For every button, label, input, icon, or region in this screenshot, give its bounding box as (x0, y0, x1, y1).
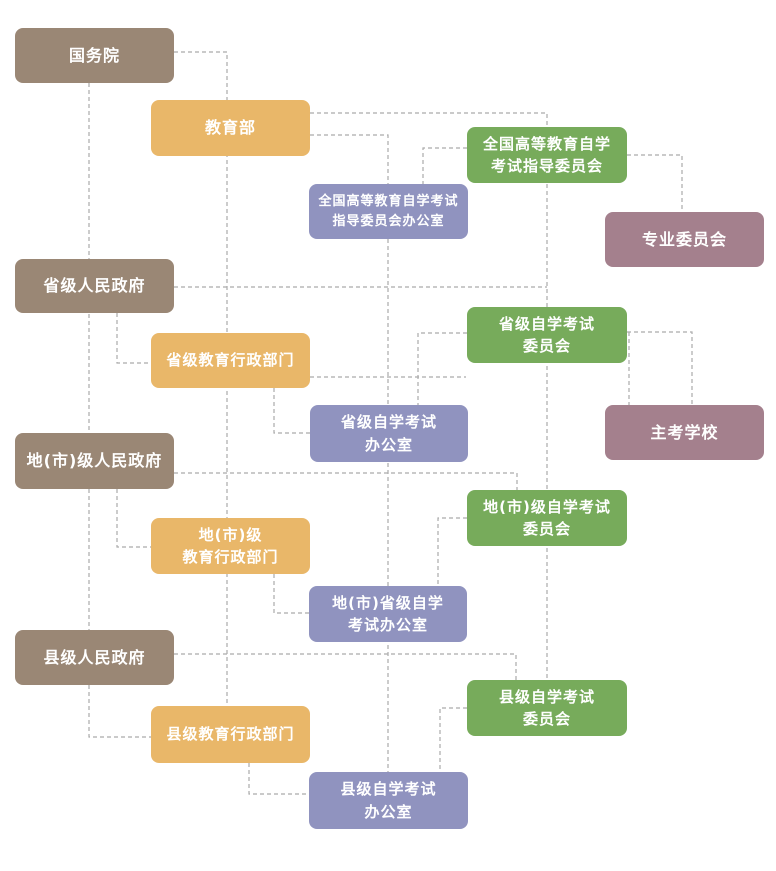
node-label: 地(市)级人民政府 (26, 451, 163, 470)
node-label: 主考学校 (650, 422, 719, 442)
connector-line (116, 313, 151, 364)
node-label: 教育行政部门 (182, 548, 279, 566)
connector-line (627, 154, 683, 212)
node-label: 办公室 (364, 435, 413, 454)
connector-line (174, 653, 517, 680)
node-municipal-exam-committee: 地(市)级自学考试委员会 (467, 490, 627, 546)
node-label: 全国高等教育自学 (482, 134, 611, 153)
node-provincial-exam-office: 省级自学考试办公室 (310, 405, 468, 462)
node-label: 地(市)省级自学 (332, 593, 444, 612)
node-municipal-exam-office: 地(市)省级自学考试办公室 (309, 586, 467, 642)
node-municipal-education-department: 地(市)级教育行政部门 (151, 518, 310, 574)
node-label: 省级人民政府 (43, 276, 146, 295)
node-label: 国务院 (68, 45, 120, 65)
node-label: 教育部 (204, 118, 256, 137)
node-label: 地(市)级 (198, 525, 263, 544)
connector-line (439, 707, 467, 772)
connector-line (248, 763, 309, 795)
node-national-steering-committee: 全国高等教育自学考试指导委员会 (467, 127, 627, 183)
node-label: 县级自学考试 (340, 780, 437, 798)
node-label: 考试指导委员会 (490, 157, 603, 175)
connector-line (273, 388, 310, 434)
node-county-exam-committee: 县级自学考试委员会 (467, 680, 627, 736)
node-provincial-exam-committee: 省级自学考试委员会 (467, 307, 627, 363)
node-county-government: 县级人民政府 (15, 630, 174, 685)
node-label: 办公室 (364, 802, 413, 821)
node-municipal-government: 地(市)级人民政府 (15, 433, 174, 489)
connector-line (273, 574, 309, 614)
node-label: 省级自学考试 (498, 314, 595, 333)
node-county-exam-office: 县级自学考试办公室 (309, 772, 468, 829)
connector-line (116, 489, 151, 548)
connector-line (310, 134, 389, 184)
node-ministry-of-education: 教育部 (151, 100, 310, 156)
node-label: 县级教育行政部门 (166, 725, 295, 744)
node-provincial-education-department: 省级教育行政部门 (151, 333, 310, 388)
node-label: 委员会 (522, 710, 571, 728)
connector-line (174, 472, 518, 490)
node-label: 专业委员会 (641, 229, 727, 249)
connector-line (437, 517, 467, 586)
node-label: 委员会 (522, 337, 571, 355)
node-label: 指导委员会办公室 (332, 213, 445, 229)
node-chief-examiner-school: 主考学校 (605, 405, 764, 460)
node-label: 考试办公室 (347, 616, 428, 634)
node-label: 委员会 (522, 520, 571, 538)
connector-line (417, 332, 467, 405)
node-state-council: 国务院 (15, 28, 174, 83)
node-county-education-department: 县级教育行政部门 (151, 706, 310, 763)
node-label: 省级自学考试 (340, 413, 437, 431)
node-specialty-committee: 专业委员会 (605, 212, 764, 267)
connector-line (627, 331, 693, 405)
node-label: 地(市)级自学考试 (483, 497, 611, 516)
node-label: 县级人民政府 (43, 647, 146, 667)
connector-line (310, 112, 548, 680)
connector-line (174, 51, 228, 706)
connector-line (422, 147, 467, 184)
node-label: 省级教育行政部门 (166, 351, 295, 370)
node-provincial-government: 省级人民政府 (15, 259, 174, 313)
node-label: 县级自学考试 (498, 687, 595, 706)
node-national-steering-committee-office: 全国高等教育自学考试指导委员会办公室 (309, 184, 468, 239)
node-label: 全国高等教育自学考试 (318, 194, 459, 209)
